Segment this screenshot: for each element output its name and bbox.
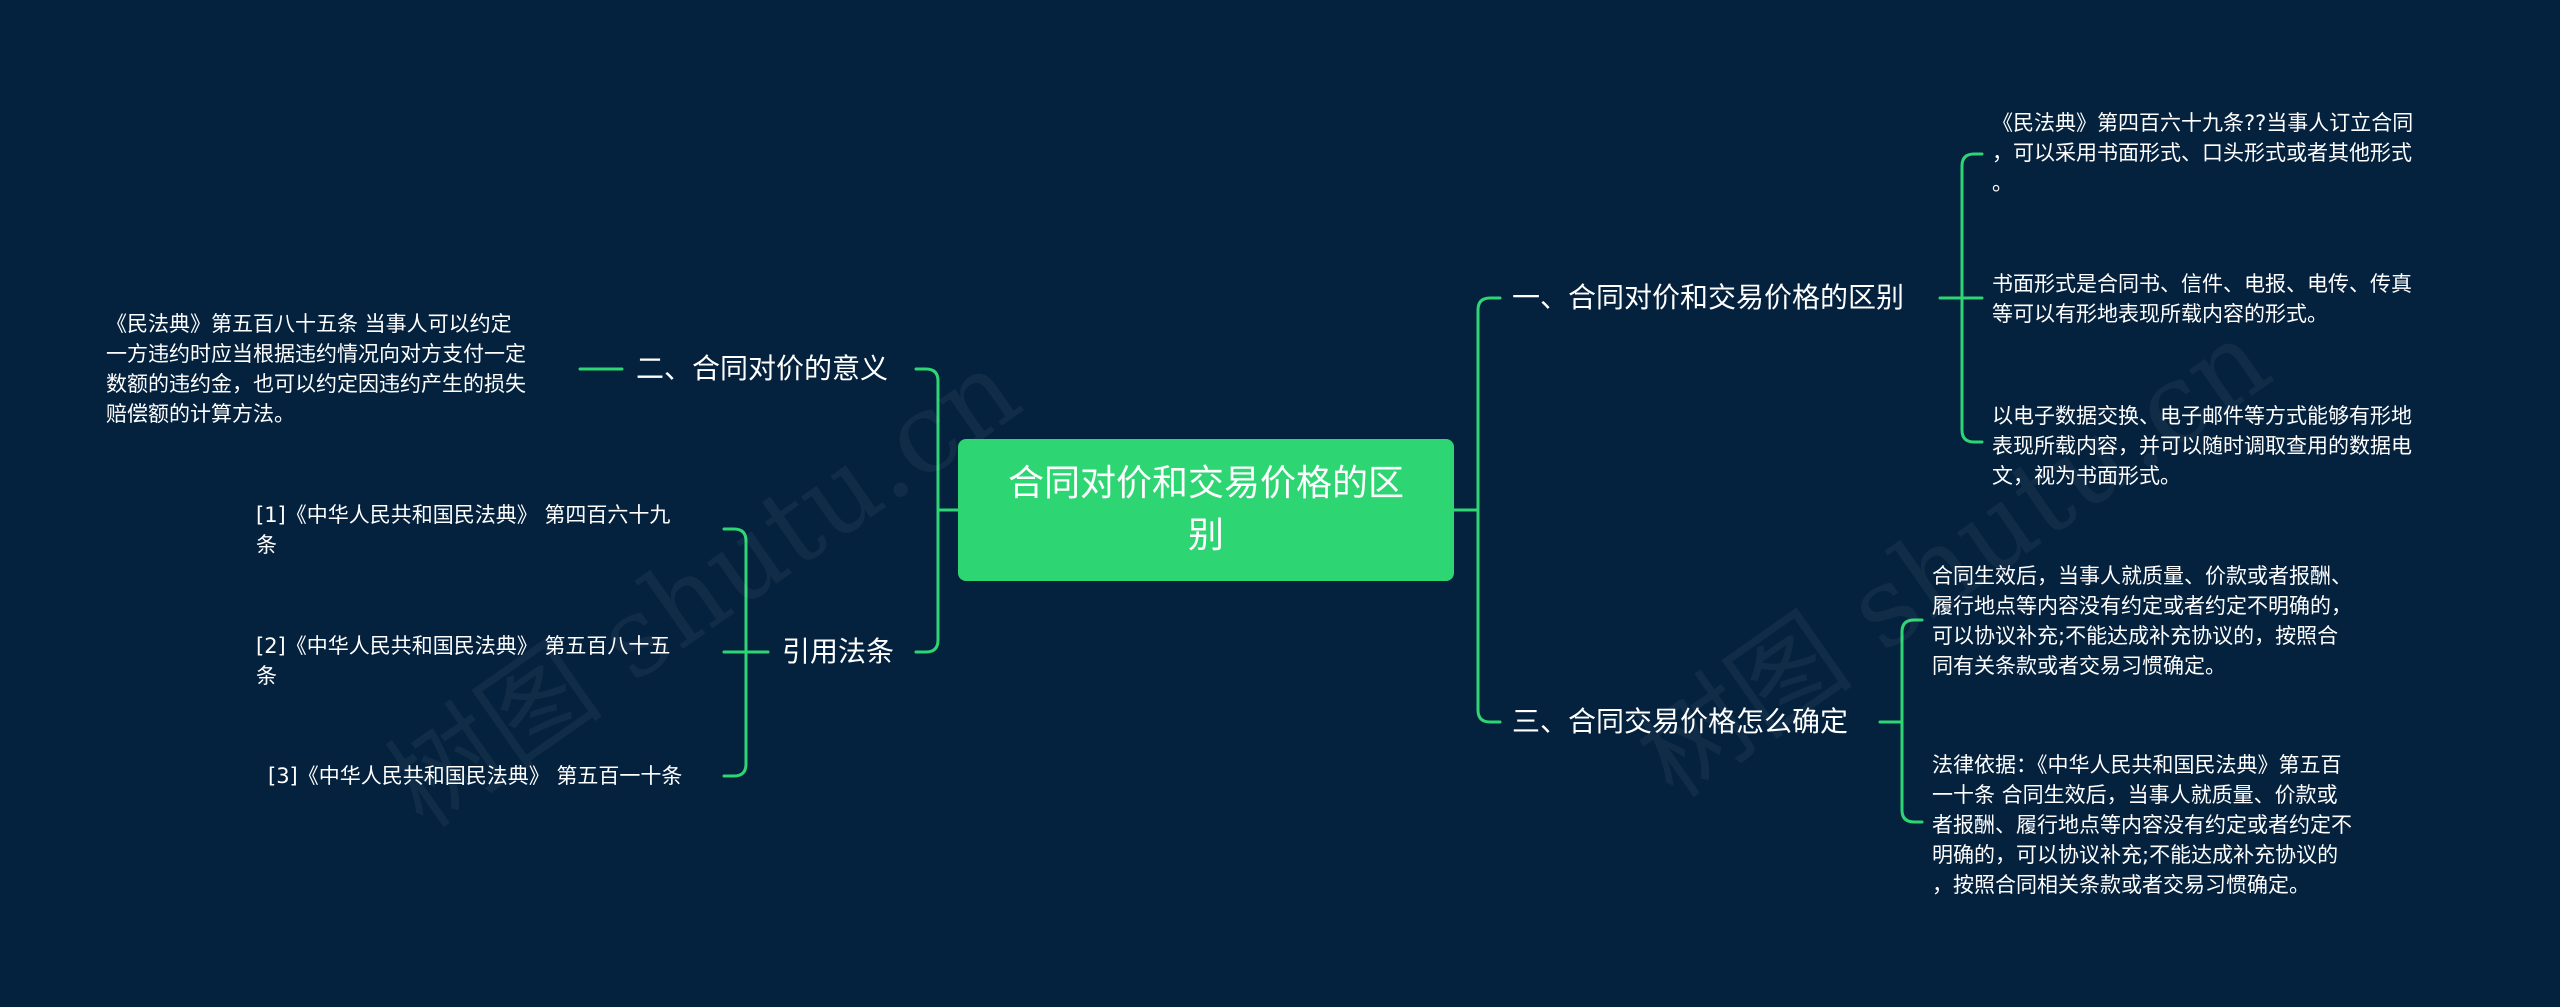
leaf-line: ，按照合同相关条款或者交易习惯确定。 (1932, 873, 2310, 897)
leaf-r3-2[interactable]: 法律依据：《中华人民共和国民法典》第五百 一十条 合同生效后，当事人就质量、价款… (1932, 750, 2352, 900)
leaf-cite-2[interactable]: [2]《中华人民共和国民法典》 第五百八十五 条 (256, 631, 670, 691)
link-r3-c2 (1900, 720, 1924, 824)
leaf-line: 。 (1992, 171, 2013, 195)
leaf-line: 以电子数据交换、电子邮件等方式能够有形地 (1992, 404, 2412, 428)
leaf-line: 同有关条款或者交易习惯确定。 (1932, 654, 2226, 678)
link-root-left-cite (914, 508, 940, 654)
branch-price-determination[interactable]: 三、合同交易价格怎么确定 (1512, 705, 1848, 739)
link-root-left-2 (914, 367, 960, 512)
root-line: 别 (1187, 515, 1224, 556)
leaf-line: 赔偿额的计算方法。 (106, 402, 295, 426)
leaf-line: 履行地点等内容没有约定或者约定不明确的， (1932, 594, 2352, 618)
root-topic-text: 合同对价和交易价格的区 别 (981, 458, 1431, 562)
branch-label: 三、合同交易价格怎么确定 (1512, 705, 1849, 738)
leaf-line: 表现所载内容，并可以随时调取查用的数据电 (1992, 434, 2412, 458)
leaf-cite-1[interactable]: [1]《中华人民共和国民法典》 第四百六十九 条 (256, 500, 670, 560)
root-line: 合同对价和交易价格的区 (1007, 463, 1404, 504)
link-r3-c1 (1900, 618, 1924, 724)
leaf-line: 法律依据：《中华人民共和国民法典》第五百 (1932, 753, 2342, 777)
link-root-right-1 (1452, 296, 1502, 512)
leaf-line: 一方违约时应当根据违约情况向对方支付一定 (106, 342, 526, 366)
leaf-line: 明确的，可以协议补充;不能达成补充协议的 (1932, 843, 2339, 867)
leaf-r1-2[interactable]: 书面形式是合同书、信件、电报、电传、传真 等可以有形地表现所载内容的形式。 (1992, 269, 2412, 329)
leaf-line: 一十条 合同生效后，当事人就质量、价款或 (1932, 783, 2338, 807)
leaf-line: 条 (256, 664, 277, 688)
leaf-l2-1[interactable]: 《民法典》第五百八十五条 当事人可以约定 一方违约时应当根据违约情况向对方支付一… (106, 309, 526, 429)
leaf-cite-3[interactable]: [3]《中华人民共和国民法典》 第五百一十条 (268, 761, 682, 791)
leaf-line: [3]《中华人民共和国民法典》 第五百一十条 (268, 764, 683, 788)
leaf-r3-1[interactable]: 合同生效后，当事人就质量、价款或者报酬、 履行地点等内容没有约定或者约定不明确的… (1932, 561, 2352, 681)
link-r1-c1 (1960, 152, 1984, 300)
branch-significance[interactable]: 二、合同对价的意义 (636, 352, 888, 386)
leaf-line: 合同生效后，当事人就质量、价款或者报酬、 (1932, 564, 2352, 588)
branch-label: 二、合同对价的意义 (636, 352, 889, 385)
leaf-line: 等可以有形地表现所载内容的形式。 (1992, 302, 2328, 326)
branch-label: 一、合同对价和交易价格的区别 (1512, 281, 1905, 314)
leaf-line: 《民法典》第五百八十五条 当事人可以约定 (106, 312, 512, 336)
branch-difference[interactable]: 一、合同对价和交易价格的区别 (1512, 281, 1904, 315)
leaf-line: 《民法典》第四百六十九条??当事人订立合同 (1992, 111, 2414, 135)
link-cite-c3 (722, 650, 748, 778)
root-topic[interactable]: 合同对价和交易价格的区 别 (958, 439, 1454, 581)
leaf-line: 可以协议补充;不能达成补充协议的，按照合 (1932, 624, 2339, 648)
link-root-right-3 (1476, 508, 1502, 724)
leaf-line: 书面形式是合同书、信件、电报、电传、传真 (1992, 272, 2412, 296)
branch-cited-statutes[interactable]: 引用法条 (782, 635, 894, 669)
leaf-r1-1[interactable]: 《民法典》第四百六十九条??当事人订立合同 ，可以采用书面形式、口头形式或者其他… (1992, 108, 2413, 198)
leaf-line: ，可以采用书面形式、口头形式或者其他形式 (1992, 141, 2412, 165)
leaf-line: [1]《中华人民共和国民法典》 第四百六十九 (256, 503, 671, 527)
leaf-line: 文，视为书面形式。 (1992, 464, 2181, 488)
leaf-line: 数额的违约金，也可以约定因违约产生的损失 (106, 372, 526, 396)
leaf-line: 者报酬、履行地点等内容没有约定或者约定不 (1932, 813, 2352, 837)
link-cite-c1 (722, 527, 748, 654)
link-r1-c3 (1960, 296, 1984, 444)
leaf-line: 条 (256, 533, 277, 557)
leaf-r1-3[interactable]: 以电子数据交换、电子邮件等方式能够有形地 表现所载内容，并可以随时调取查用的数据… (1992, 401, 2412, 491)
branch-label: 引用法条 (782, 635, 895, 668)
leaf-line: [2]《中华人民共和国民法典》 第五百八十五 (256, 634, 671, 658)
